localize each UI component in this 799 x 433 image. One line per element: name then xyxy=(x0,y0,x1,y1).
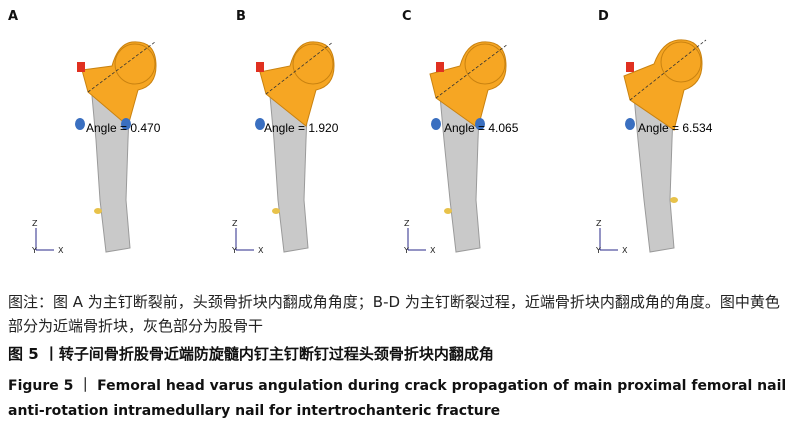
angle-readout: Angle = 4.065 xyxy=(444,121,519,135)
axis-y-label: Y xyxy=(404,246,409,255)
nail-tip xyxy=(77,62,85,72)
axis-z-label: Z xyxy=(32,219,38,228)
angle-readout: Angle = 6.534 xyxy=(638,121,713,135)
dashed-axis xyxy=(265,41,334,95)
femur-model-d xyxy=(599,39,707,253)
panel-label: D xyxy=(598,9,609,24)
femur-model-a xyxy=(35,41,157,253)
nail-tip xyxy=(626,62,634,72)
femoral-head xyxy=(292,43,334,85)
dashed-axis xyxy=(435,43,509,99)
femoral-head xyxy=(114,43,156,85)
dashed-axis xyxy=(629,39,707,101)
nail-tip xyxy=(256,62,264,72)
axis-y-label: Y xyxy=(596,246,601,255)
axis-y-label: Y xyxy=(232,246,237,255)
panel-label: A xyxy=(8,9,19,24)
angle-readout: Angle = 1.920 xyxy=(264,121,339,135)
panel-label: C xyxy=(402,9,412,24)
figure-note-zh: 图注：图 A 为主钉断裂前，头颈骨折块内翻成角角度；B-D 为主钉断裂过程，近端… xyxy=(8,293,780,335)
blade-tip xyxy=(475,118,485,130)
axis-z-label: Z xyxy=(404,219,410,228)
distal-screw xyxy=(444,208,452,214)
axis-z-label: Z xyxy=(232,219,238,228)
axis-x-label: X xyxy=(58,246,64,255)
blade xyxy=(431,118,441,130)
axis-x-label: X xyxy=(258,246,264,255)
femoral-head xyxy=(660,41,702,83)
figure-panels: A Angle = 0.470 Z Y X B xyxy=(0,0,788,268)
blade-tip xyxy=(121,118,131,130)
dashed-axis xyxy=(87,41,156,93)
panel-d: D Angle = 6.534 Z Y X xyxy=(592,0,788,268)
distal-screw xyxy=(670,197,678,203)
blade xyxy=(255,118,265,130)
axis-z-label: Z xyxy=(596,219,602,228)
distal-screw xyxy=(272,208,280,214)
panel-label: B xyxy=(236,9,246,24)
figure-title-en: Figure 5 ｜ Femoral head varus angulation… xyxy=(8,378,787,419)
axis-x-label: X xyxy=(430,246,436,255)
distal-screw xyxy=(94,208,102,214)
panel-a: A Angle = 0.470 Z Y X xyxy=(0,0,196,268)
panel-b: B Angle = 1.920 Z Y X xyxy=(200,0,396,268)
blade xyxy=(625,118,635,130)
axis-y-label: Y xyxy=(32,246,37,255)
femoral-head xyxy=(464,43,506,85)
axis-x-label: X xyxy=(622,246,628,255)
femur-model-c xyxy=(407,41,509,253)
panel-c: C Angle = 4.065 Z Y X xyxy=(400,0,596,268)
blade xyxy=(75,118,85,130)
angle-readout: Angle = 0.470 xyxy=(86,121,161,135)
nail-tip xyxy=(436,62,444,72)
femur-model-b xyxy=(235,41,335,253)
figure-title-zh: 图 5 丨转子间骨折股骨近端防旋髓内钉主钉断钉过程头颈骨折块内翻成角 xyxy=(8,345,494,363)
